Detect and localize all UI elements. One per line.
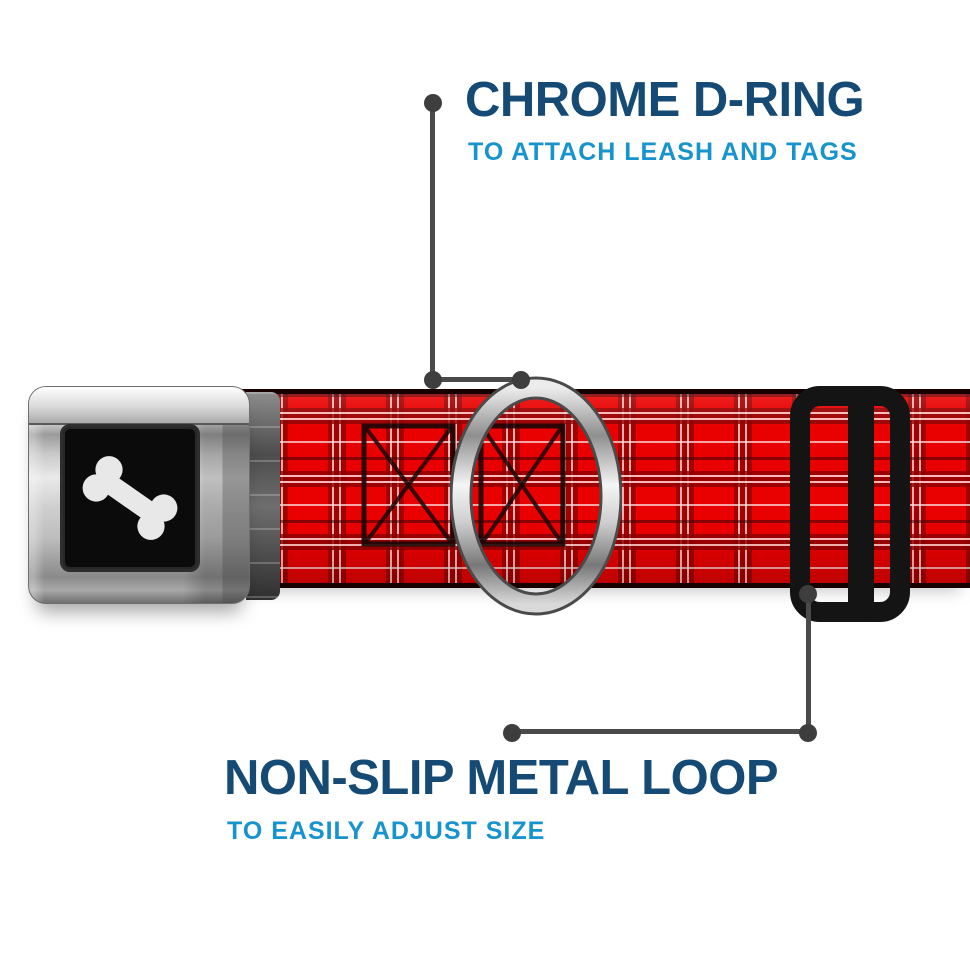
callout-endpoint-dot bbox=[424, 94, 442, 112]
callout-endpoint-dot bbox=[799, 585, 817, 603]
callout-endpoint-dot bbox=[503, 724, 521, 742]
callout-endpoint-dot bbox=[424, 371, 442, 389]
dog-bone-icon bbox=[71, 445, 188, 551]
callout-top-line-horizontal bbox=[433, 377, 521, 382]
callout-endpoint-dot bbox=[512, 371, 530, 389]
callout-top-title: CHROME D-RING bbox=[465, 73, 865, 127]
callout-endpoint-dot bbox=[799, 724, 817, 742]
callout-top-subtitle: TO ATTACH LEASH AND TAGS bbox=[468, 138, 858, 166]
stitch-box-icon bbox=[361, 423, 456, 547]
callout-bottom-title: NON-SLIP METAL LOOP bbox=[224, 751, 779, 805]
stitch-box-icon bbox=[478, 423, 566, 547]
metal-loop-center-bar bbox=[848, 390, 874, 618]
callout-bottom-subtitle: TO EASILY ADJUST SIZE bbox=[227, 817, 546, 845]
callout-bottom-line-vertical bbox=[806, 594, 811, 733]
buckle-press-button bbox=[29, 387, 249, 425]
callout-top-line-vertical bbox=[430, 103, 435, 380]
chrome-d-ring bbox=[450, 376, 622, 616]
buckle-strap-clamp bbox=[246, 392, 280, 600]
callout-bottom-line-horizontal bbox=[512, 729, 809, 734]
buckle-logo-plate bbox=[60, 424, 200, 572]
